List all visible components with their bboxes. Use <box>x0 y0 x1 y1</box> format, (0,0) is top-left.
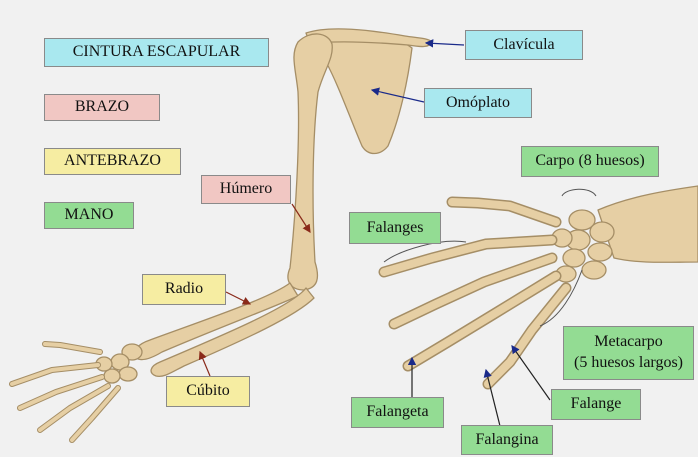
carpus-label: Carpo (8 huesos) <box>521 146 659 177</box>
phalanges-label: Falanges <box>349 212 441 244</box>
humerus-label: Húmero <box>201 175 291 204</box>
metacarpus-label-line1: Metacarpo <box>594 332 662 353</box>
metacarpus-label-line2: (5 huesos largos) <box>574 353 683 374</box>
middle-phalanx-label: Falangina <box>461 425 553 455</box>
ulna-label: Cúbito <box>166 376 250 407</box>
scapula-label: Omóplato <box>424 88 532 118</box>
carpus-bracket <box>562 189 596 196</box>
clavicle-label: Clavícula <box>465 30 583 60</box>
legend-forearm: ANTEBRAZO <box>44 148 181 175</box>
radius-label: Radio <box>142 274 226 305</box>
metacarpus-label: Metacarpo (5 huesos largos) <box>563 326 694 380</box>
proximal-phalanx-arrow <box>512 346 550 400</box>
distal-phalanx-label: Falangeta <box>351 397 444 428</box>
humerus-bone <box>288 34 332 290</box>
proximal-phalanx-label: Falange <box>551 389 641 420</box>
right-forearm-stub <box>598 186 698 262</box>
legend-shoulder-girdle: CINTURA ESCAPULAR <box>44 38 269 67</box>
legend-hand: MANO <box>44 202 134 229</box>
legend-arm: BRAZO <box>44 94 160 121</box>
clavicle-arrow <box>426 43 464 45</box>
radius-arrow <box>226 292 250 304</box>
